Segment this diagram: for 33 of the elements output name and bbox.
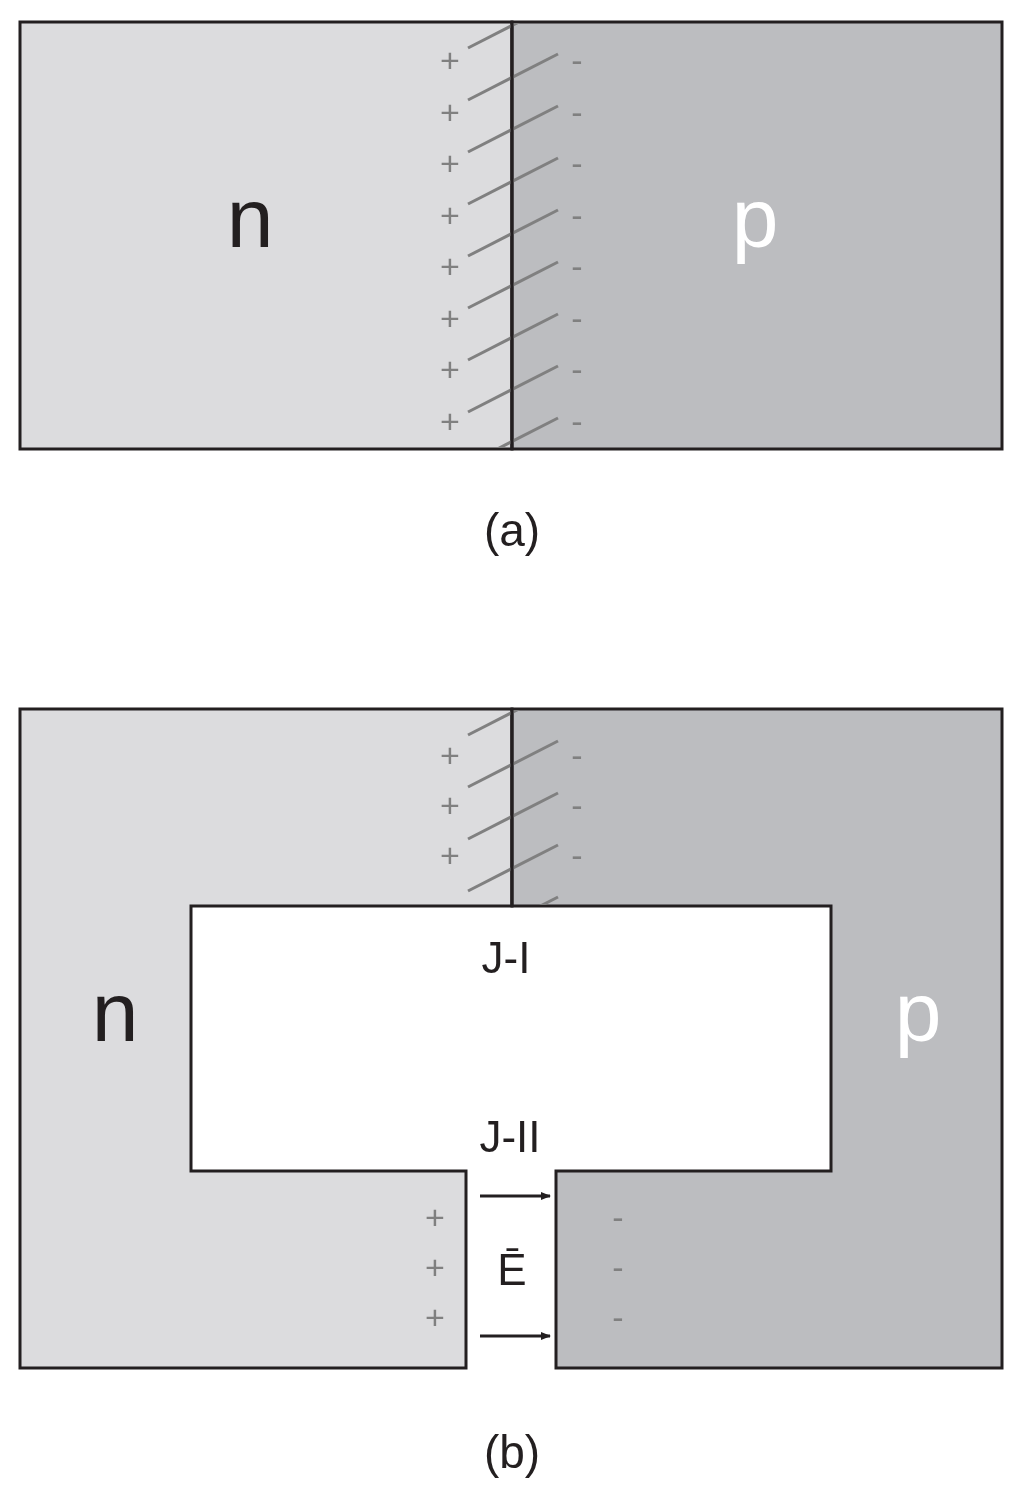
minus-sign: - <box>571 43 583 77</box>
plus-sign: + <box>440 43 460 77</box>
minus-sign: - <box>571 94 583 129</box>
minus-sign: - <box>612 1250 624 1284</box>
plus-sign: + <box>440 738 460 772</box>
minus-sign: - <box>571 146 583 180</box>
plus-sign: + <box>440 300 460 335</box>
region-letter: n <box>226 176 274 260</box>
plus-sign: + <box>425 1200 445 1234</box>
minus-sign: - <box>571 788 583 822</box>
minus-sign: - <box>612 1200 624 1234</box>
plus-sign: + <box>440 94 460 129</box>
minus-sign: - <box>571 838 583 872</box>
plus-sign: + <box>440 249 460 283</box>
plus-sign: + <box>440 838 460 872</box>
minus-sign: - <box>571 352 583 386</box>
plus-sign: + <box>440 146 460 180</box>
field-symbol: Ē <box>497 1248 527 1292</box>
junction-label: J-II <box>479 1115 541 1159</box>
plus-sign: + <box>440 197 460 232</box>
plus-sign: + <box>440 788 460 822</box>
minus-sign: - <box>571 300 583 335</box>
minus-sign: - <box>612 1300 624 1334</box>
junction-label: J-I <box>481 936 531 980</box>
plus-sign: + <box>425 1250 445 1284</box>
minus-sign: - <box>571 738 583 772</box>
minus-sign: - <box>571 249 583 283</box>
region-letter: n <box>91 970 139 1054</box>
plus-sign: + <box>440 352 460 386</box>
minus-sign: - <box>571 403 583 438</box>
plus-sign: + <box>425 1300 445 1334</box>
minus-sign: - <box>571 197 583 232</box>
plus-sign: + <box>440 403 460 438</box>
